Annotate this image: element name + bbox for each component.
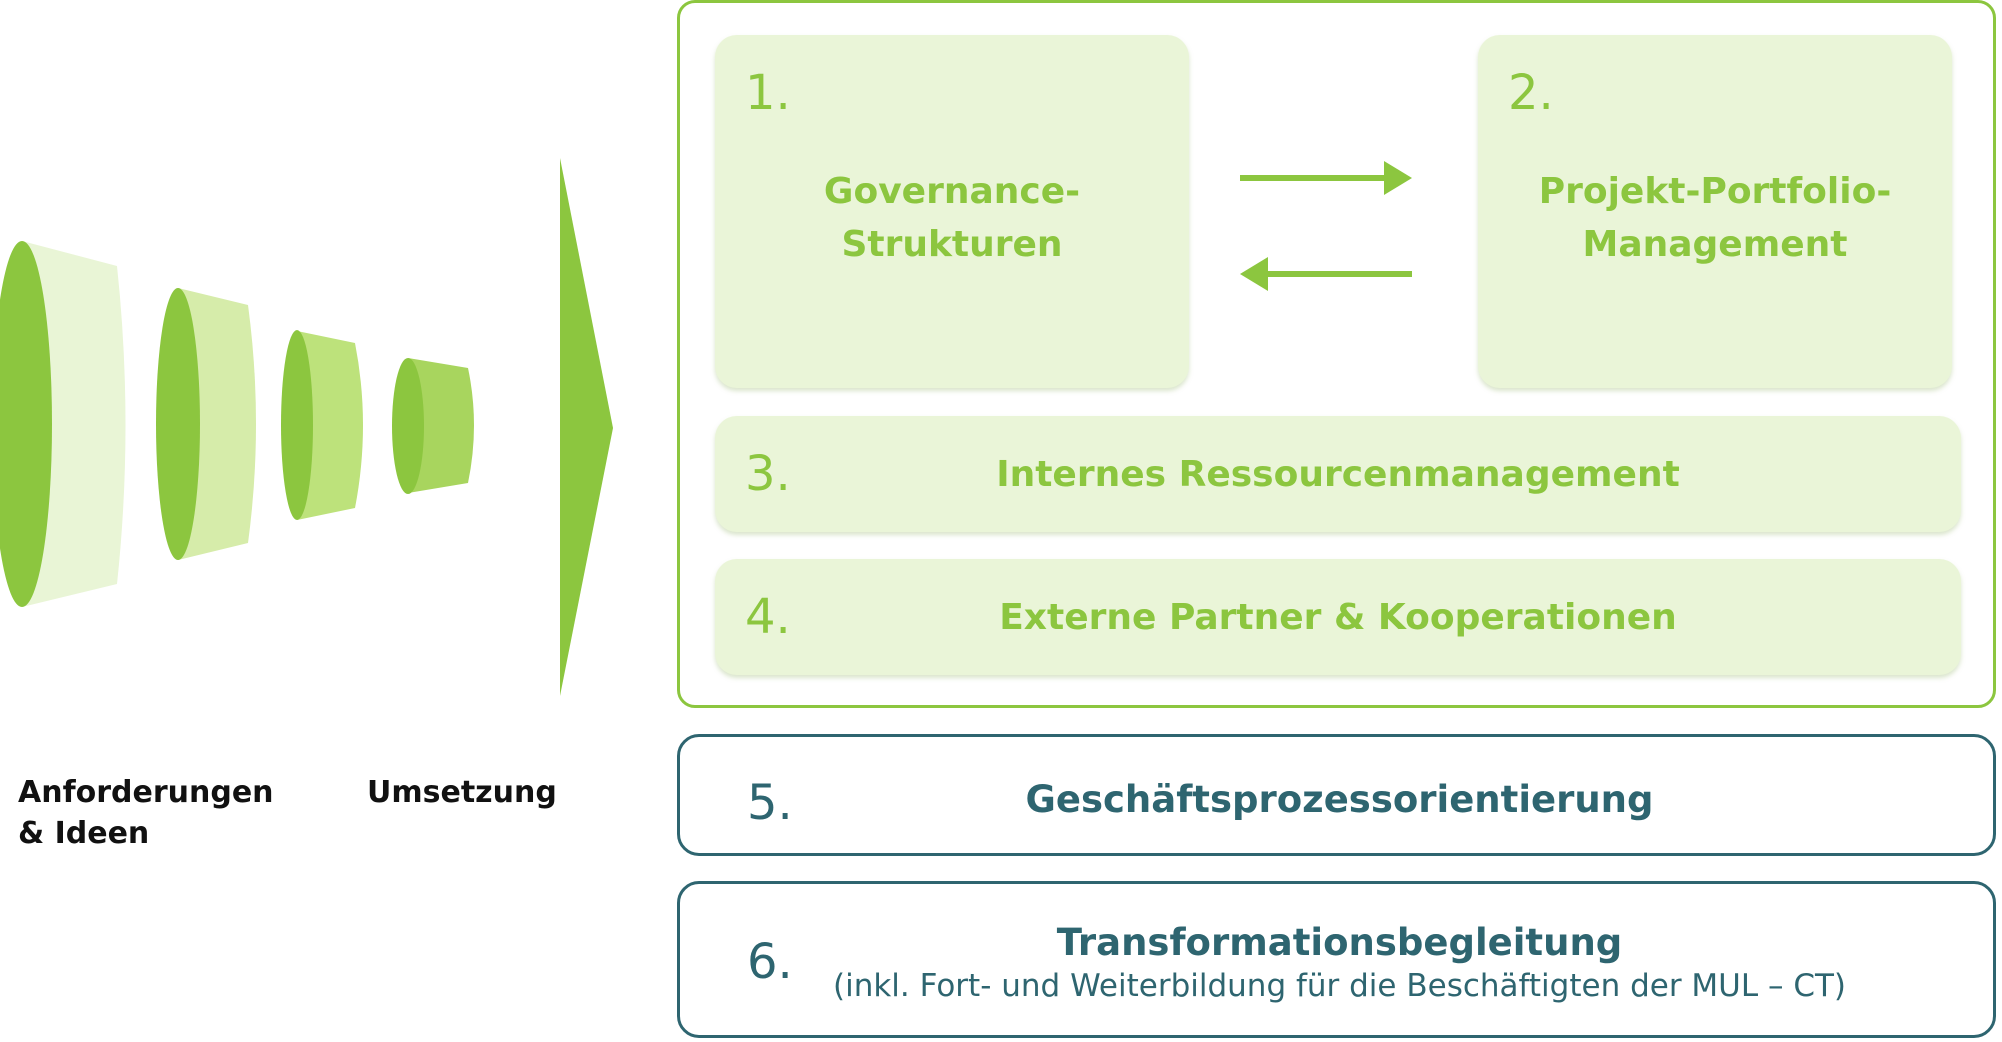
stage-label-requirements: Anforderungen & Ideen	[18, 775, 274, 851]
funnel-ring-3-body	[297, 331, 363, 520]
panel-number: 3.	[745, 446, 791, 502]
panel-governance: 1. Governance- Strukturen	[715, 35, 1189, 388]
panel-number: 1.	[745, 65, 791, 121]
chevron-right-icon	[560, 158, 613, 696]
box-subtitle: (inkl. Fort- und Weiterbildung für die B…	[832, 968, 1847, 1004]
box-title: Transformationsbegleitung	[1056, 921, 1623, 964]
box-business-processes: 5. Geschäftsprozessorientierung	[677, 734, 1996, 856]
funnel-ring-1-face	[0, 241, 52, 607]
box-title: Geschäftsprozessorientierung	[1025, 778, 1654, 821]
arrow-left-right-icon	[1240, 161, 1412, 291]
funnel-ring-4-body	[408, 358, 474, 493]
box-number: 6.	[747, 934, 793, 990]
funnel-ring-4-face	[392, 358, 424, 494]
panel-number: 2.	[1508, 65, 1554, 121]
box-number: 5.	[747, 775, 793, 831]
box-transformation: 6. Transformationsbegleitung (inkl. Fort…	[677, 881, 1996, 1038]
arrow-left-icon	[1240, 257, 1412, 291]
funnel-ring-2-body	[178, 288, 256, 560]
panel-project-portfolio: 2. Projekt-Portfolio- Management	[1478, 35, 1952, 388]
panel-external-partners: 4. Externe Partner & Kooperationen	[715, 559, 1961, 675]
panel-number: 4.	[745, 589, 791, 645]
funnel-ring-3-face	[281, 330, 313, 520]
panel-title: Projekt-Portfolio- Management	[1538, 171, 1892, 265]
panel-internal-resources: 3. Internes Ressourcenmanagement	[715, 416, 1961, 532]
funnel-icon	[0, 158, 613, 696]
arrow-right-icon	[1240, 161, 1412, 195]
panel-title: Externe Partner & Kooperationen	[999, 597, 1677, 638]
panel-title: Governance- Strukturen	[823, 171, 1081, 265]
funnel-ring-2-face	[156, 288, 200, 560]
panel-title: Internes Ressourcenmanagement	[996, 454, 1680, 495]
stage-label-implementation: Umsetzung	[367, 775, 557, 810]
